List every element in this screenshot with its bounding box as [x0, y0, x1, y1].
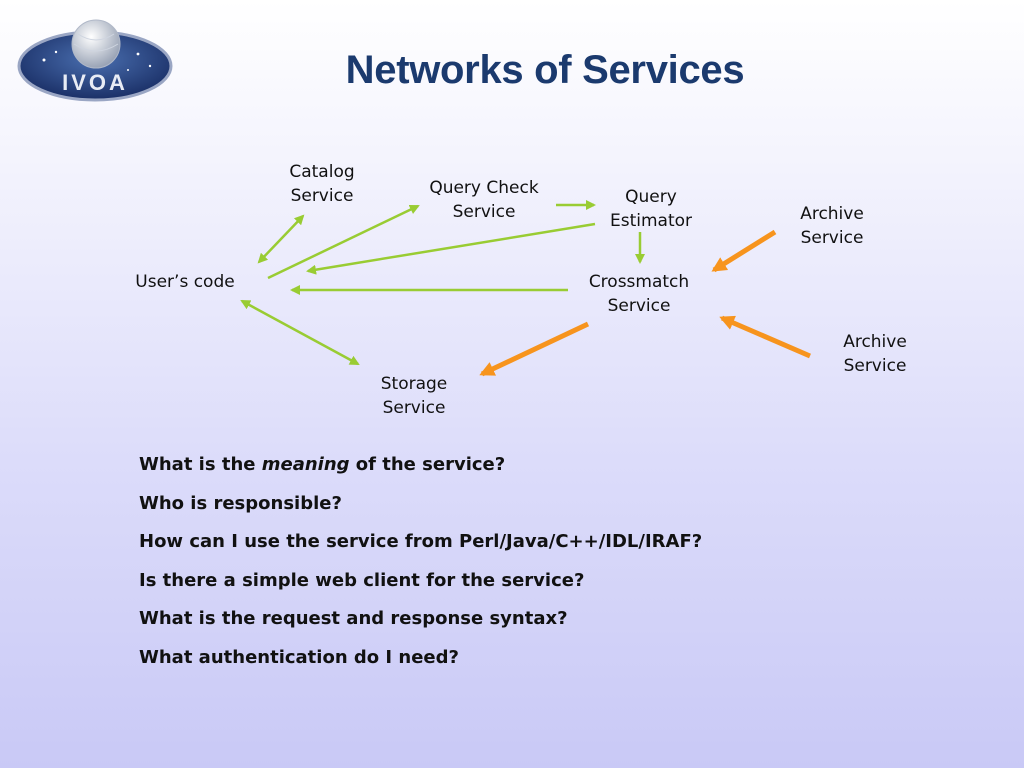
catalog-service-node: Catalog Service: [289, 162, 355, 206]
page-title: Networks of Services: [345, 48, 745, 92]
arrow-archive-top-crossmatch: [711, 229, 777, 273]
query-check-service-node: Query Check Service: [429, 178, 539, 222]
question-syntax: What is the request and response syntax?: [139, 608, 568, 629]
arrow-archive-bottom-crossmatch: [719, 315, 811, 359]
question-authentication: What authentication do I need?: [139, 646, 459, 668]
archive-service-top-node: Archive Service: [800, 204, 864, 248]
question-responsible: Who is responsible?: [139, 492, 342, 514]
arrow-catalog-users: [257, 214, 305, 264]
users-code-node: User’s code: [135, 272, 235, 292]
question-list: What is the meaning of the service? Who …: [139, 452, 702, 683]
logo-text: IVOA: [62, 70, 128, 95]
service-network-diagram: [240, 200, 811, 377]
ivoa-logo: IVOA: [17, 19, 173, 102]
question-languages: How can I use the service from Perl/Java…: [139, 531, 703, 552]
arrow-users-querycheck: [267, 204, 420, 280]
arrow-estimator-users: [306, 222, 596, 275]
storage-service-node: Storage Service: [380, 374, 448, 418]
archive-service-bottom-node: Archive Service: [843, 332, 907, 376]
arrow-users-storage: [240, 299, 360, 366]
question-web-client: Is there a simple web client for the ser…: [139, 569, 585, 591]
crossmatch-service-node: Crossmatch Service: [588, 272, 690, 316]
arrow-crossmatch-storage: [479, 321, 590, 377]
question-meaning: What is the meaning of the service?: [139, 454, 506, 475]
query-estimator-node: Query Estimator: [609, 187, 693, 231]
